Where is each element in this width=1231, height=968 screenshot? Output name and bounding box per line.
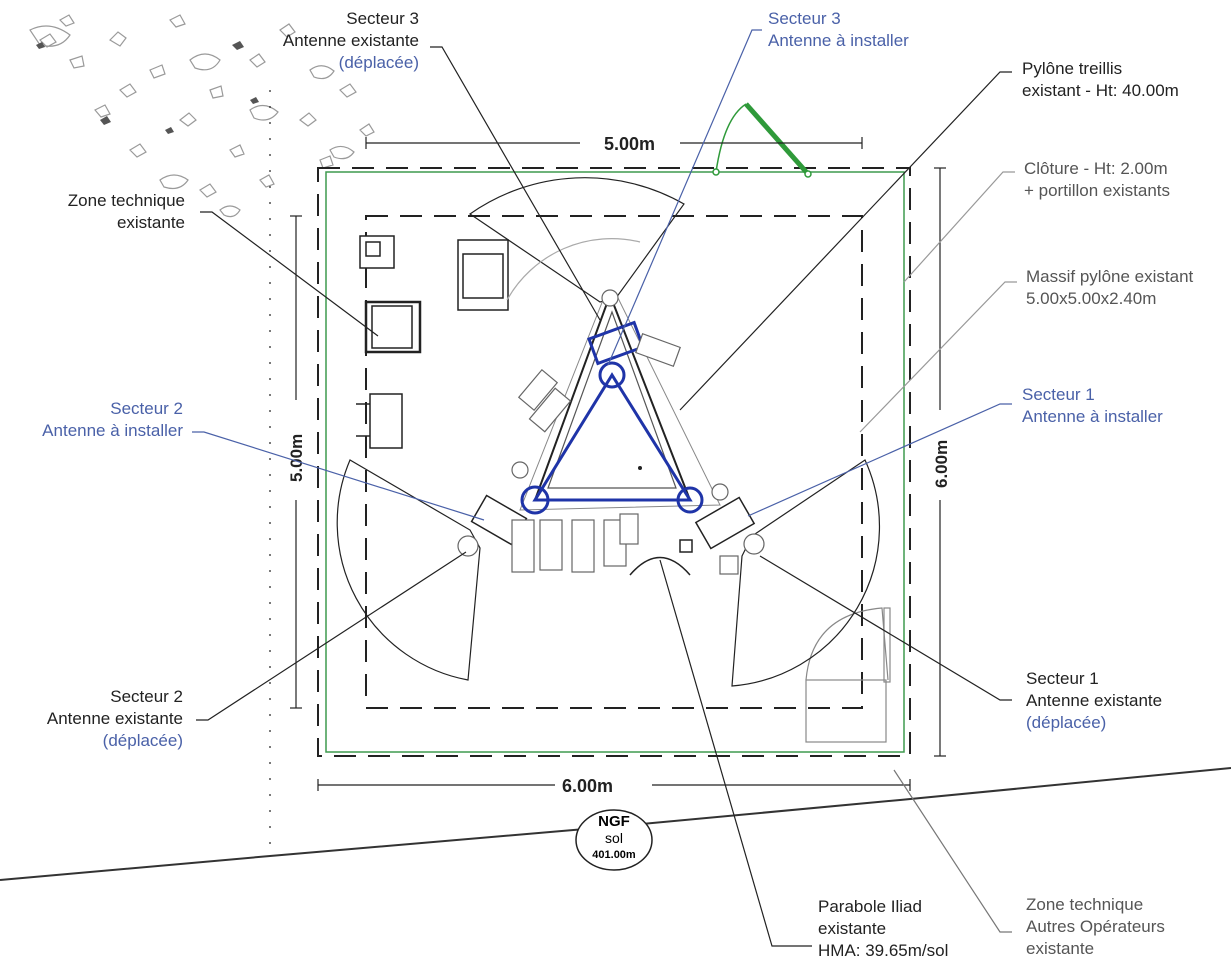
equipment xyxy=(356,235,509,449)
dim-right: 6.00m xyxy=(932,440,951,488)
label-zone-technique: Zone technique existante xyxy=(67,191,185,232)
parabola xyxy=(629,539,693,576)
antenna-mounts xyxy=(457,289,765,575)
massif-outline-inner xyxy=(365,215,863,709)
leader-lines xyxy=(192,29,1017,947)
ngf-line3: 401.00m xyxy=(592,849,636,861)
label-secteur3-existante: Secteur 3 Antenne existante (déplacée) xyxy=(282,9,419,72)
dim-bottom: 6.00m xyxy=(562,776,613,796)
new-antennas xyxy=(470,320,756,550)
vegetation-dark xyxy=(36,41,259,134)
label-secteur2-installer: Secteur 2 Antenne à installer xyxy=(42,399,183,440)
label-secteur2-existante: Secteur 2 Antenne existante (déplacée) xyxy=(46,687,183,750)
label-zone-autres: Zone technique Autres Opérateurs existan… xyxy=(1026,895,1165,958)
ngf-marker: NGF sol 401.00m xyxy=(575,809,653,871)
label-cloture: Clôture - Ht: 2.00m + portillon existant… xyxy=(1024,159,1170,200)
sector-arcs xyxy=(336,177,881,687)
label-secteur3-installer: Secteur 3 Antenne à installer xyxy=(768,9,909,50)
gate xyxy=(712,102,812,178)
label-pylone: Pylône treillis existant - Ht: 40.00m xyxy=(1022,59,1179,100)
dim-top: 5.00m xyxy=(604,134,655,154)
label-secteur1-installer: Secteur 1 Antenne à installer xyxy=(1022,385,1163,426)
dim-left: 5.00m xyxy=(287,434,306,482)
label-secteur1-existante: Secteur 1 Antenne existante (déplacée) xyxy=(1026,669,1163,732)
vegetation xyxy=(29,14,375,218)
other-operators-zone xyxy=(805,607,891,743)
pylon-center-mark xyxy=(638,466,642,470)
ngf-line1: NGF xyxy=(598,813,630,830)
fence xyxy=(325,171,905,753)
dimension-lines xyxy=(269,90,946,856)
label-parabole: Parabole Iliad existante HMA: 39.65m/sol xyxy=(818,897,949,960)
ngf-line2: sol xyxy=(605,830,623,846)
massif-outline-outer xyxy=(317,167,911,757)
label-massif: Massif pylône existant 5.00x5.00x2.40m xyxy=(1026,267,1194,308)
